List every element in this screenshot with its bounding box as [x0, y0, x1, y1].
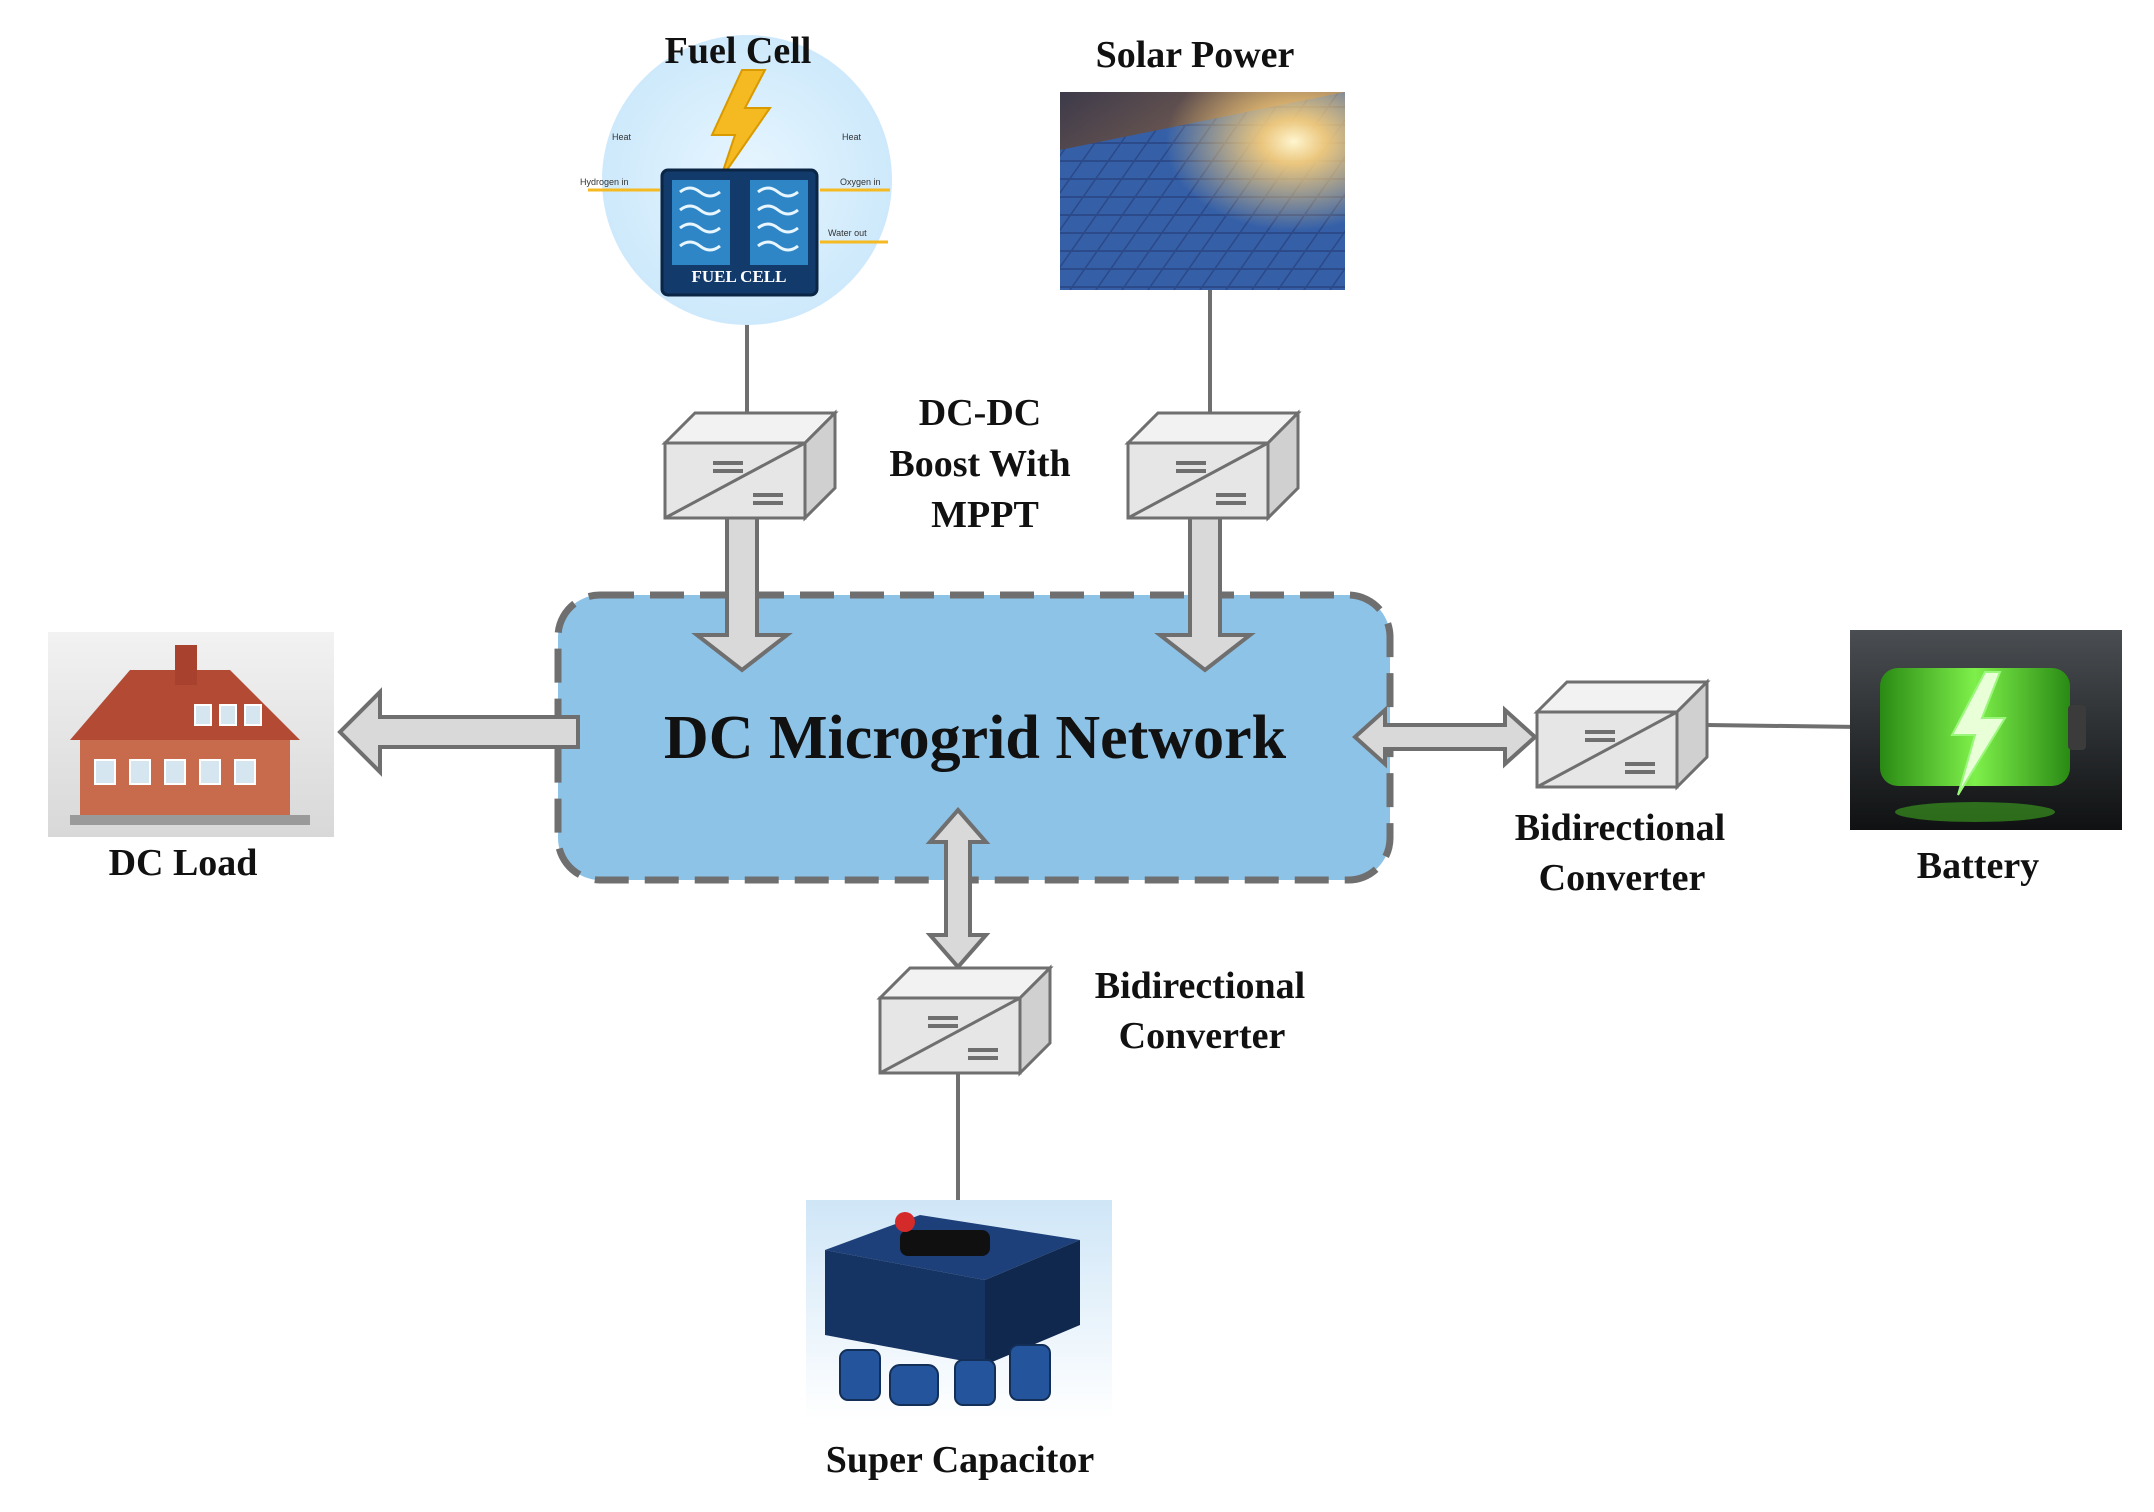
lightning-icon	[710, 69, 772, 181]
fuel-cell-title: Fuel Cell	[665, 30, 812, 72]
solar-down-arrow	[1154, 513, 1256, 673]
right-converter-label-line-2: Converter	[1539, 857, 1706, 899]
fuel-cell-oxygen-label: Oxygen in	[840, 177, 881, 187]
boost-label-line-3: MPPT	[931, 494, 1039, 536]
dc-load-label: DC Load	[109, 842, 258, 884]
fuel-cell-heat-label-right: Heat	[842, 132, 862, 142]
solar-power-title: Solar Power	[1096, 34, 1295, 76]
bottom-converter-label-line-2: Converter	[1119, 1015, 1286, 1057]
solar-boost-converter	[1126, 411, 1300, 520]
fuel-cell-down-arrow	[691, 513, 793, 673]
battery-bidirectional-converter	[1535, 680, 1709, 789]
bottom-converter-label-line-1: Bidirectional	[1095, 965, 1305, 1007]
battery-image	[1850, 630, 2122, 830]
fuel-cell-heat-label-left: Heat	[612, 132, 632, 142]
fuel-cell-image-caption: FUEL CELL	[692, 267, 787, 286]
supercap-bidirectional-converter	[878, 966, 1052, 1075]
super-capacitor-image	[806, 1200, 1112, 1420]
connection-lines	[745, 285, 1861, 1200]
battery-bidirectional-arrow	[1352, 705, 1538, 769]
dc-load-house-image	[48, 632, 334, 837]
battery-label: Battery	[1917, 845, 2039, 887]
solar-panel-image	[1060, 92, 1345, 290]
supercap-bidirectional-arrow	[925, 806, 991, 971]
fuel-cell-boost-converter	[663, 411, 837, 520]
network-title: DC Microgrid Network	[664, 704, 1287, 772]
fuel-cell-image: FUEL CELL Heat Heat Hydrogen in Oxygen i…	[580, 35, 892, 325]
battery-bolt-icon	[1950, 671, 2007, 796]
super-capacitor-label: Super Capacitor	[826, 1439, 1095, 1481]
dc-load-arrow	[337, 687, 580, 777]
boost-label-line-2: Boost With	[889, 443, 1070, 485]
fuel-cell-hydrogen-label: Hydrogen in	[580, 177, 629, 187]
right-converter-label-line-1: Bidirectional	[1515, 807, 1725, 849]
fuel-cell-water-label: Water out	[828, 228, 867, 238]
boost-label-line-1: DC-DC	[919, 392, 1041, 434]
